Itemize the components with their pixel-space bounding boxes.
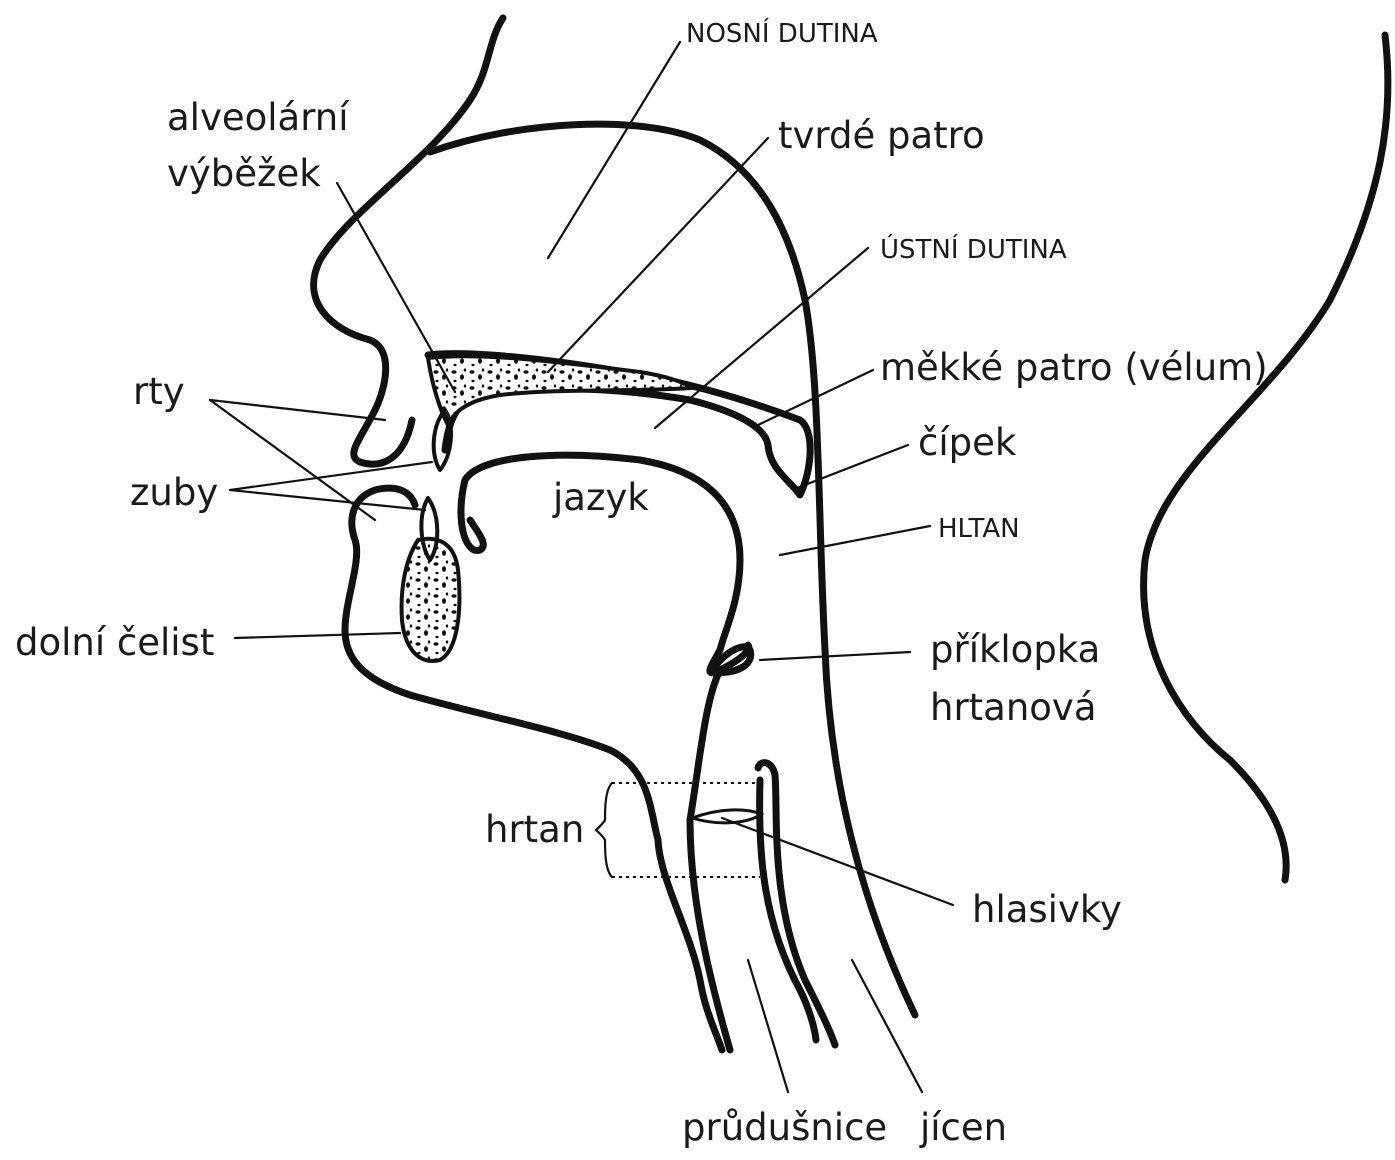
leader-nosni-dutina bbox=[548, 42, 680, 258]
label-ustni-dutina: ÚSTNÍ DUTINA bbox=[880, 233, 1067, 265]
label-hrtan: hrtan bbox=[485, 808, 584, 851]
leader-prudusnice bbox=[748, 960, 788, 1092]
label-rty: rty bbox=[133, 370, 185, 413]
leader-zuby-upper bbox=[230, 462, 432, 490]
label-hltan: HLTAN bbox=[938, 514, 1020, 544]
leader-hltan bbox=[780, 526, 930, 555]
leader-priklopka bbox=[760, 652, 910, 660]
leader-ustni-dutina bbox=[655, 248, 868, 428]
leader-cipek bbox=[797, 445, 908, 488]
leader-dolni-celist bbox=[235, 633, 400, 638]
label-dolni-celist: dolní čelist bbox=[15, 621, 214, 664]
hard-palate-bone bbox=[428, 356, 690, 425]
label-tvrde-patro: tvrdé patro bbox=[778, 114, 985, 157]
leader-hlasivky bbox=[722, 818, 953, 905]
label-priklopka-line2: hrtanová bbox=[930, 686, 1097, 729]
leader-jicen bbox=[852, 960, 922, 1092]
label-alveolarni-line2: výběžek bbox=[167, 152, 321, 195]
leader-alveolarni bbox=[337, 183, 455, 392]
leader-tvrde-patro bbox=[548, 138, 768, 372]
label-jazyk: jazyk bbox=[552, 476, 649, 519]
label-prudusnice: průdušnice bbox=[682, 1106, 887, 1149]
label-zuby: zuby bbox=[130, 471, 218, 514]
label-priklopka-line1: příklopka bbox=[930, 628, 1100, 671]
face-profile-lower bbox=[345, 488, 658, 840]
leader-zuby-lower bbox=[230, 490, 425, 510]
label-mekke-patro: měkké patro (vélum) bbox=[880, 346, 1268, 389]
larynx-brace bbox=[596, 783, 612, 877]
nasal-cavity-wall bbox=[430, 124, 915, 1015]
neck-back bbox=[1144, 35, 1388, 880]
label-nosni-dutina: NOSNÍ DUTINA bbox=[686, 17, 878, 49]
epiglottis-front bbox=[690, 670, 730, 1050]
leader-rty-upper bbox=[210, 400, 385, 420]
label-cipek: čípek bbox=[918, 421, 1017, 464]
label-hlasivky: hlasivky bbox=[972, 888, 1122, 931]
trachea-back bbox=[760, 780, 816, 1040]
label-alveolarni-line1: alveolární bbox=[167, 96, 350, 139]
label-jicen: jícen bbox=[919, 1106, 1007, 1149]
